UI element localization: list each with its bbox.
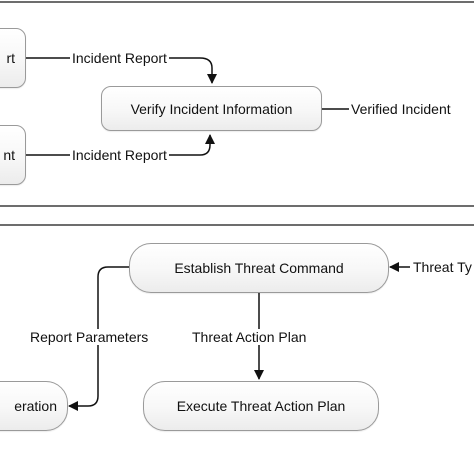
- execute-threat-action-plan-label: Execute Threat Action Plan: [176, 398, 346, 414]
- incident-source-node-2-label: nt: [3, 147, 15, 163]
- flow-line-incident-report-2: [26, 134, 215, 156]
- execute-threat-action-plan-node[interactable]: Execute Threat Action Plan: [143, 381, 379, 431]
- verify-incident-information-label: Verify Incident Information: [130, 100, 293, 117]
- incident-source-node-1[interactable]: rt: [0, 28, 26, 88]
- flow-line-incident-report-1: [26, 57, 217, 84]
- flow-label-report-parameters: Report Parameters: [28, 329, 151, 345]
- incident-source-node-2[interactable]: nt: [0, 125, 26, 185]
- establish-threat-command-label: Establish Threat Command: [174, 260, 344, 276]
- operation-node-label: eration: [14, 398, 57, 414]
- operation-node[interactable]: eration: [0, 381, 68, 431]
- flow-label-threat-action-plan: Threat Action Plan: [190, 329, 309, 345]
- establish-threat-command-node[interactable]: Establish Threat Command: [129, 243, 389, 293]
- flow-label-incident-report-1: Incident Report: [70, 50, 169, 66]
- flow-label-threat-type: Threat Ty: [411, 259, 474, 275]
- flow-label-verified-incident: Verified Incident: [349, 101, 453, 117]
- verify-incident-information-node[interactable]: Verify Incident Information: [101, 86, 322, 131]
- incident-source-node-1-label: rt: [6, 50, 15, 66]
- flow-label-incident-report-2: Incident Report: [70, 147, 169, 163]
